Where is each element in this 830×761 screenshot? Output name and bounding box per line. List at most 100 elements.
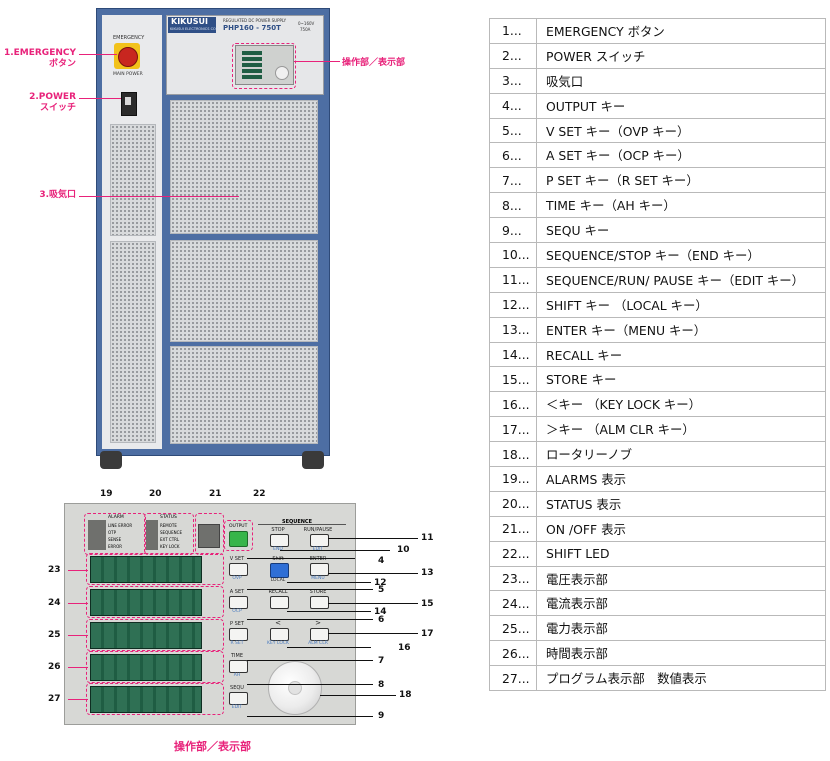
leader-9 — [247, 716, 373, 717]
legend-label: POWER スイッチ — [536, 42, 826, 69]
legend-row: 4...OUTPUT キー — [489, 92, 826, 119]
recall-key[interactable] — [270, 596, 289, 609]
leader-25 — [68, 635, 88, 636]
program-display — [90, 686, 202, 713]
pset-key[interactable] — [229, 628, 248, 641]
legend-row: 26...時間表示部 — [489, 640, 826, 667]
power-switch-lever — [125, 97, 131, 105]
legend-label: P SET キー（R SET キー） — [536, 167, 826, 194]
onoff-indicator — [198, 524, 220, 548]
vset-label: V SET — [229, 556, 245, 562]
legend-number: 21... — [489, 515, 537, 542]
voltage-display — [90, 556, 202, 583]
legend-number: 14... — [489, 341, 537, 368]
run-pause-label: RUN/PAUSE — [303, 527, 333, 533]
mini-display-stack — [242, 51, 262, 79]
legend-number: 3... — [489, 67, 537, 94]
rating-voltage: 0~160V — [298, 21, 315, 26]
program-display-highlight — [86, 683, 224, 715]
gt-key[interactable] — [310, 628, 329, 641]
legend-label: 時間表示部 — [536, 640, 826, 667]
model-name: PHP160 - 750T — [223, 24, 281, 32]
enter-key[interactable] — [310, 563, 329, 576]
status-led-box — [146, 520, 158, 550]
legend-row: 5...V SET キー（OVP キー） — [489, 117, 826, 144]
status-item-2: SEQUENCE — [160, 530, 182, 535]
sequence-title: SEQUENCE — [282, 519, 313, 525]
legend-row: 8...TIME キー（AH キー） — [489, 192, 826, 219]
legend-label: SEQU キー — [536, 217, 826, 244]
alarms-highlight — [84, 513, 146, 555]
stop-label: STOP — [271, 527, 285, 533]
legend-number: 22... — [489, 540, 537, 567]
vset-key[interactable] — [229, 563, 248, 576]
legend-number: 4... — [489, 92, 537, 119]
legend-label: 電流表示部 — [536, 590, 826, 617]
legend-row: 23...電圧表示部 — [489, 565, 826, 592]
sequence-divider — [258, 524, 346, 525]
pset-label: P SET — [230, 621, 244, 627]
callout-emergency: 1.EMERGENCY ボタン — [3, 48, 76, 69]
legend-row: 17...＞キー （ALM CLR キー） — [489, 416, 826, 443]
leader-18 — [320, 695, 396, 696]
sequ-key[interactable] — [229, 692, 248, 705]
legend-label: ＞キー （ALM CLR キー） — [536, 416, 826, 443]
legend-number: 24... — [489, 590, 537, 617]
almclr-label: ALM CLR — [308, 641, 328, 646]
alarm-title: ALARM — [108, 515, 124, 520]
legend-row: 22...SHIFT LED — [489, 540, 826, 567]
legend-number: 12... — [489, 291, 537, 318]
status-item-4: KEY LOCK — [160, 544, 180, 549]
status-title: STATUS — [160, 515, 177, 520]
caster-left — [100, 451, 122, 469]
output-label: OUTPUT — [229, 524, 248, 529]
legend-label: SEQUENCE/STOP キー（END キー） — [536, 242, 826, 268]
legend-label: 電力表示部 — [536, 615, 826, 642]
ocp-label: OCP — [232, 609, 242, 614]
legend-label: ON /OFF 表示 — [536, 515, 826, 542]
main-power-label: MAIN POWER — [113, 72, 143, 77]
alarm-item-3: SENSE — [108, 537, 122, 542]
legend-number: 23... — [489, 565, 537, 592]
ovp-label: OVP — [232, 576, 242, 581]
shift-key[interactable] — [270, 563, 289, 578]
alarm-item-4: ERROR — [108, 544, 123, 549]
output-key[interactable] — [229, 531, 248, 547]
callout-panel: 操作部／表示部 — [342, 58, 406, 68]
run-pause-key[interactable] — [310, 534, 329, 547]
stop-key[interactable] — [270, 534, 289, 547]
legend-label: ロータリーノブ — [536, 441, 826, 468]
leader-16 — [287, 647, 371, 648]
legend-row: 7...P SET キー（R SET キー） — [489, 167, 826, 194]
leader-15 — [328, 603, 418, 604]
current-display-highlight — [86, 586, 224, 618]
status-item-1: REMOTE — [160, 523, 177, 528]
leader-intake — [79, 196, 239, 197]
legend-row: 24...電流表示部 — [489, 590, 826, 617]
legend-label: ENTER キー（MENU キー） — [536, 316, 826, 343]
edit2-label: EDIT — [231, 705, 243, 710]
number-26: 26 — [48, 662, 61, 672]
lt-key[interactable] — [270, 628, 289, 641]
legend-label: TIME キー（AH キー） — [536, 192, 826, 219]
leader-14 — [287, 611, 371, 612]
onoff-highlight — [195, 513, 224, 555]
emergency-label: EMERGENCY — [113, 35, 145, 41]
status-item-3: EXT CTRL — [160, 537, 180, 542]
aset-label: A SET — [229, 589, 245, 595]
legend-row: 3...吸気口 — [489, 67, 826, 94]
number-9: 9 — [378, 711, 385, 721]
emergency-button[interactable] — [118, 47, 138, 67]
store-key[interactable] — [310, 596, 329, 609]
legend-row: 12...SHIFT キー （LOCAL キー） — [489, 291, 826, 318]
aset-key[interactable] — [229, 596, 248, 609]
leader-10 — [280, 550, 390, 551]
legend-row: 2...POWER スイッチ — [489, 42, 826, 69]
leader-24 — [68, 603, 88, 604]
leader-emergency — [79, 54, 117, 55]
number-23: 23 — [48, 565, 61, 575]
time-key[interactable] — [229, 660, 248, 673]
number-11: 11 — [421, 533, 434, 543]
legend-row: 19...ALARMS 表示 — [489, 466, 826, 492]
caster-right — [302, 451, 324, 469]
